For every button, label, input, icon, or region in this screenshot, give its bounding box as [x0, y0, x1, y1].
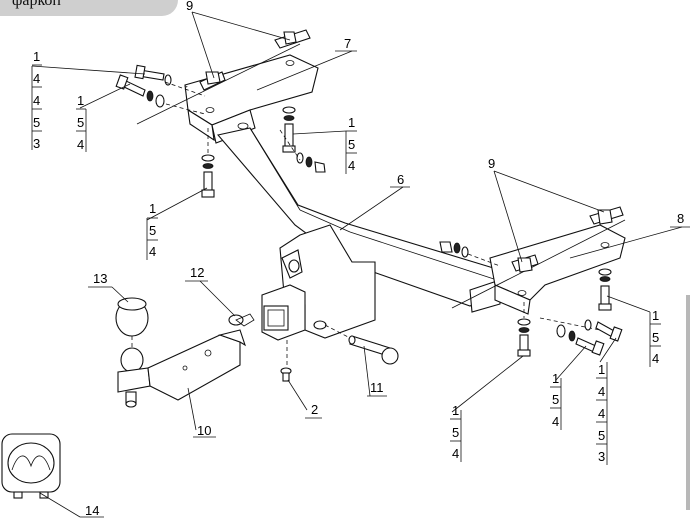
- stack-lc-0: 1: [149, 201, 156, 216]
- callout-stack-left-low: 1 5 4: [345, 115, 357, 174]
- callout-stack-right-mid: 1 4 4 5 3: [596, 362, 608, 465]
- stack-lu-3: 5: [33, 115, 40, 130]
- label-part-7: 7: [344, 36, 351, 51]
- stack-rc-1: 5: [552, 392, 559, 407]
- page-edge-scrollbar[interactable]: [686, 295, 690, 510]
- stack-re-1: 5: [652, 330, 659, 345]
- callout-stack-right-edge: 1 5 4: [649, 308, 661, 367]
- hitch-receiver: [261, 224, 376, 341]
- stack-rc-2: 4: [552, 414, 559, 429]
- stack-rl-2: 4: [452, 446, 459, 461]
- label-part-6: 6: [397, 172, 404, 187]
- stack-ll-1: 5: [348, 137, 355, 152]
- pin-11: [324, 324, 399, 365]
- left-side-fasteners: [279, 106, 326, 173]
- ball-mount-10: [117, 329, 246, 408]
- stack-rm-0: 1: [598, 362, 605, 377]
- mazda-logo-icon: [1, 433, 61, 499]
- stack-re-0: 1: [652, 308, 659, 323]
- stack-lc-2: 4: [149, 244, 156, 259]
- right-horizontal-bolts: [539, 317, 623, 356]
- label-part-10: 10: [197, 423, 211, 438]
- label-part-11: 11: [370, 380, 384, 395]
- label-part-9-right: 9: [488, 156, 495, 171]
- left-bracket-7: [184, 54, 319, 144]
- stack-rm-3: 5: [598, 428, 605, 443]
- label-part-13: 13: [93, 271, 107, 286]
- header-tab: фаркоп: [0, 0, 178, 16]
- right-bracket-8: [489, 224, 626, 315]
- right-top-nuts: [439, 241, 501, 267]
- stack-lm-1: 5: [77, 115, 84, 130]
- stack-ll-2: 4: [348, 158, 355, 173]
- header-tab-text: фаркоп: [12, 0, 61, 9]
- bolt-nut-9a: [205, 31, 297, 85]
- bolt-2: [280, 367, 292, 382]
- left-bolts: [115, 64, 206, 115]
- left-vertical-bolt: [201, 128, 215, 198]
- stack-lu-4: 3: [33, 136, 40, 151]
- callout-stack-left-upper: 1 4 4 5 3: [31, 49, 42, 151]
- stack-rl-1: 5: [452, 425, 459, 440]
- label-part-14: 14: [85, 503, 99, 518]
- clip-12: [228, 313, 255, 327]
- stack-rl-0: 1: [452, 403, 459, 418]
- label-part-12: 12: [190, 265, 204, 280]
- leader-lines: [31, 11, 690, 518]
- right-lower-bolt: [517, 302, 531, 357]
- stack-lu-2: 4: [33, 93, 40, 108]
- label-part-8: 8: [677, 211, 684, 226]
- stack-lu-0: 1: [33, 49, 40, 64]
- callout-stack-right-low: 1 5 4: [450, 403, 462, 462]
- stack-rm-2: 4: [598, 406, 605, 421]
- label-part-2: 2: [311, 402, 318, 417]
- right-vertical-bolt: [598, 268, 612, 311]
- callout-stack-left-center: 1 5 4: [146, 201, 158, 260]
- stack-lm-2: 4: [77, 137, 84, 152]
- stack-lc-1: 5: [149, 223, 156, 238]
- callout-stack-right-center: 1 5 4: [550, 371, 562, 430]
- stack-re-2: 4: [652, 351, 659, 366]
- stack-ll-0: 1: [348, 115, 355, 130]
- stack-rm-1: 4: [598, 384, 605, 399]
- ball-cap-13: [115, 297, 149, 350]
- stack-rc-0: 1: [552, 371, 559, 386]
- label-part-9-top: 9: [186, 0, 193, 13]
- stack-rm-4: 3: [598, 449, 605, 464]
- stack-lu-1: 4: [33, 71, 40, 86]
- stack-lm-0: 1: [77, 93, 84, 108]
- callout-stack-left-mid: 1 5 4: [76, 93, 87, 152]
